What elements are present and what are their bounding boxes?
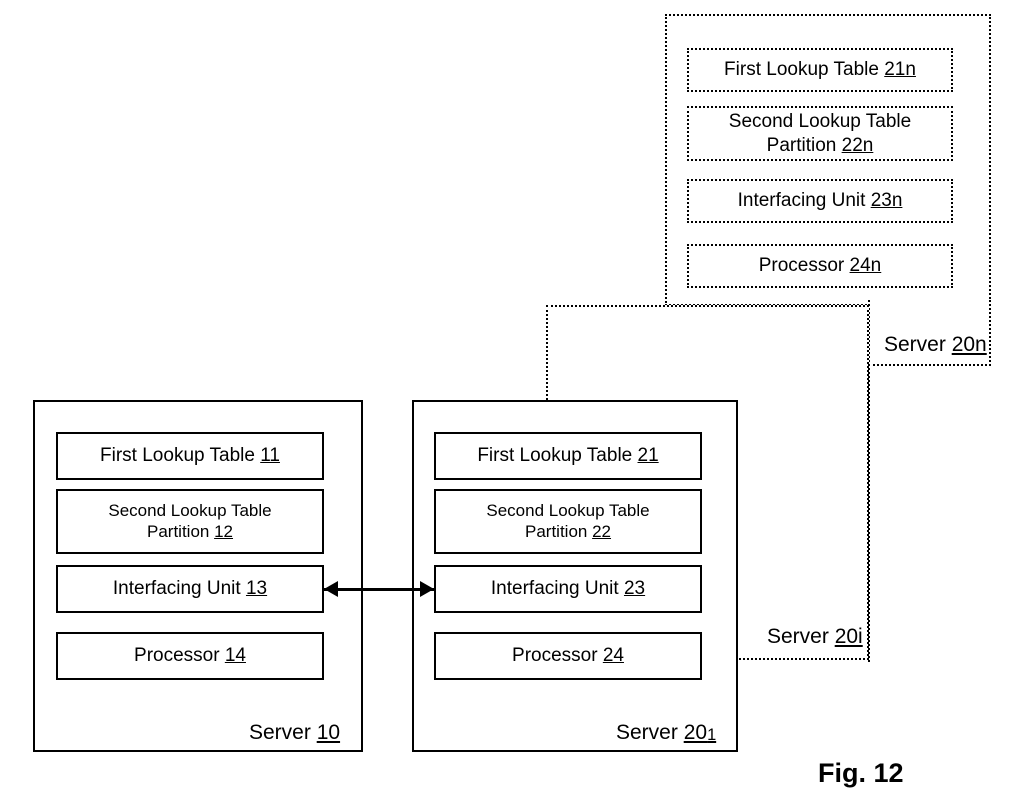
processor-24-label: Processor 24 bbox=[512, 645, 624, 667]
server-20n-to-20i-connector bbox=[868, 364, 870, 662]
first-lookup-table-21n-box: First Lookup Table 21n bbox=[687, 48, 953, 92]
processor-24-box: Processor 24 bbox=[434, 632, 702, 680]
processor-14-label: Processor 14 bbox=[134, 645, 246, 667]
interfacing-unit-13-box: Interfacing Unit 13 bbox=[56, 565, 324, 613]
server-20-1-caption: Server 201 bbox=[616, 721, 717, 744]
second-lookup-table-partition-22-box: Second Lookup Table Partition 22 bbox=[434, 489, 702, 554]
interfacing-unit-23-box: Interfacing Unit 23 bbox=[434, 565, 702, 613]
server-20n-notch-seam-mask bbox=[871, 300, 988, 307]
interfacing-unit-13-label: Interfacing Unit 13 bbox=[112, 578, 268, 600]
interfacing-link-arrowhead-left bbox=[324, 581, 338, 597]
first-lookup-table-21-label: First Lookup Table 21 bbox=[477, 445, 659, 467]
server-20n-caption: Server 20n bbox=[884, 333, 987, 356]
first-lookup-table-11-box: First Lookup Table 11 bbox=[56, 432, 324, 480]
first-lookup-table-11-label: First Lookup Table 11 bbox=[100, 445, 280, 467]
interfacing-unit-23-label: Interfacing Unit 23 bbox=[490, 578, 646, 600]
interfacing-link-arrowhead-right bbox=[420, 581, 434, 597]
first-lookup-table-21n-label: First Lookup Table 21n bbox=[724, 59, 916, 81]
processor-14-box: Processor 14 bbox=[56, 632, 324, 680]
second-lookup-table-partition-22n-box: Second Lookup Table Partition 22n bbox=[687, 106, 953, 161]
processor-24n-label: Processor 24n bbox=[758, 255, 882, 277]
server-20n-label-notch bbox=[868, 300, 991, 366]
first-lookup-table-21-box: First Lookup Table 21 bbox=[434, 432, 702, 480]
interfacing-unit-23n-label: Interfacing Unit 23n bbox=[737, 190, 903, 212]
processor-24n-box: Processor 24n bbox=[687, 244, 953, 288]
server-20i-caption: Server 20i bbox=[767, 625, 863, 648]
second-lookup-table-partition-22n-label: Second Lookup Table Partition 22n bbox=[728, 111, 912, 156]
second-lookup-table-partition-12-label: Second Lookup Table Partition 12 bbox=[108, 500, 272, 541]
figure-caption: Fig. 12 bbox=[818, 758, 904, 788]
server-10-caption: Server 10 bbox=[249, 721, 341, 744]
second-lookup-table-partition-12-box: Second Lookup Table Partition 12 bbox=[56, 489, 324, 554]
interfacing-unit-23n-box: Interfacing Unit 23n bbox=[687, 179, 953, 223]
interfacing-link-line bbox=[324, 588, 434, 591]
second-lookup-table-partition-22-label: Second Lookup Table Partition 22 bbox=[486, 500, 650, 541]
